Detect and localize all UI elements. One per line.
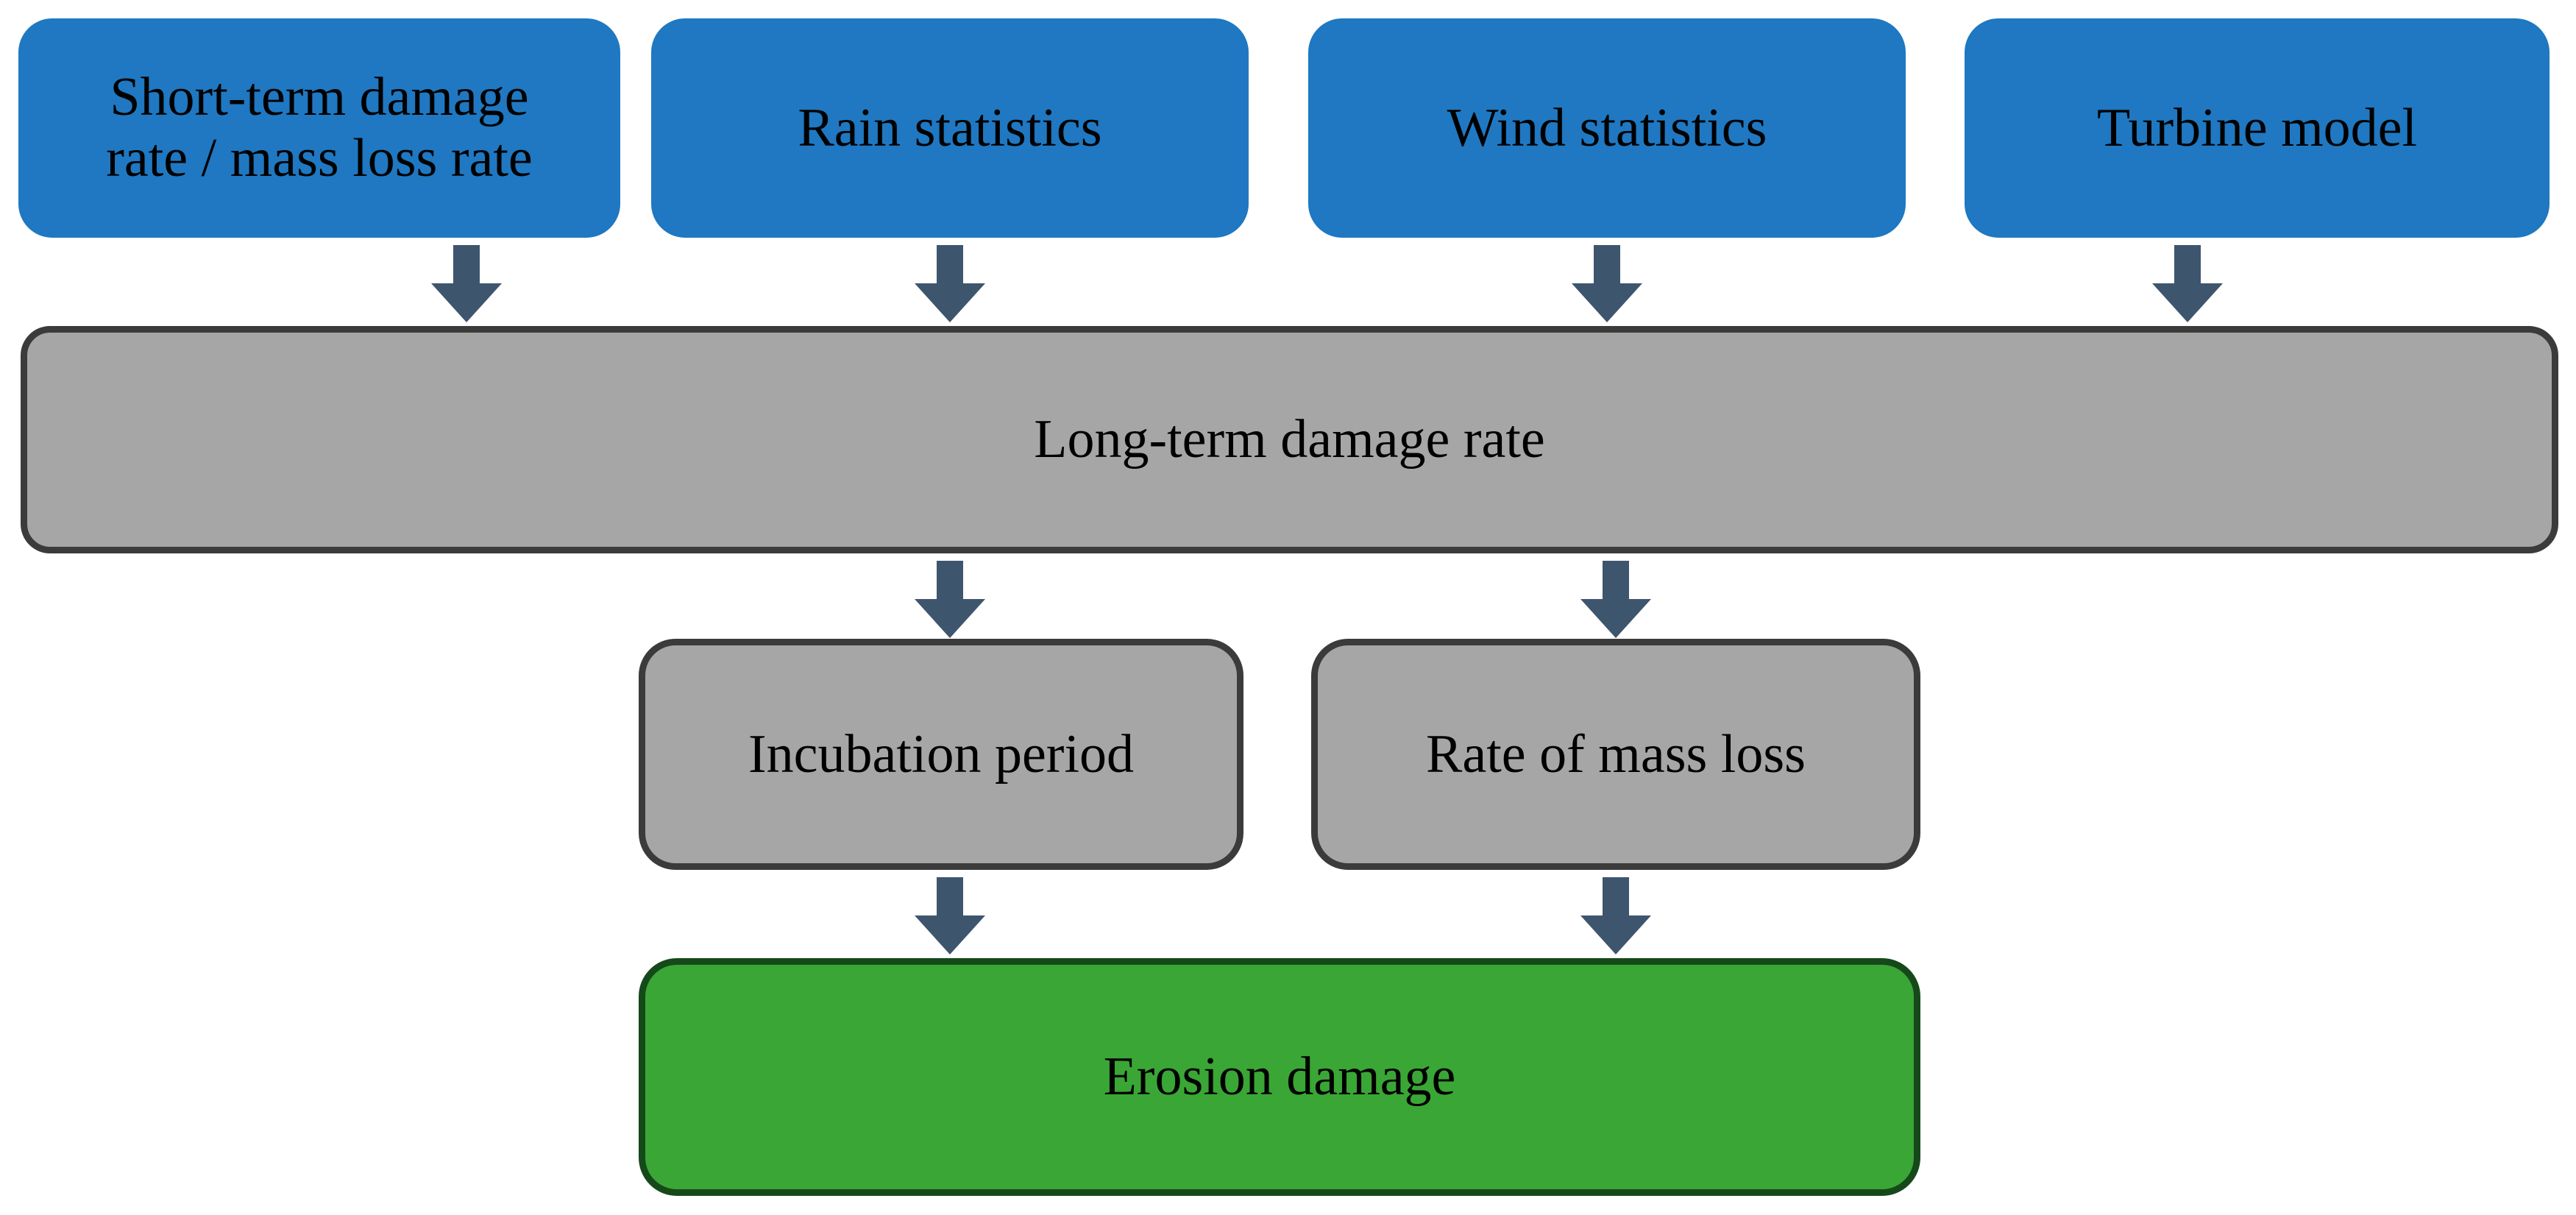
node-label: Long-term damage rate bbox=[1034, 409, 1545, 470]
node-label: Rate of mass loss bbox=[1426, 723, 1806, 784]
node-rate-of-mass-loss[interactable]: Rate of mass loss bbox=[1311, 639, 1920, 870]
arrow-wind-to-long-term bbox=[1572, 245, 1642, 322]
node-incubation-period[interactable]: Incubation period bbox=[639, 639, 1243, 870]
arrow-incubation-to-erosion bbox=[915, 877, 985, 954]
node-label: Erosion damage bbox=[1103, 1046, 1456, 1108]
node-wind-statistics[interactable]: Wind statistics bbox=[1308, 18, 1906, 238]
node-label: Incubation period bbox=[748, 723, 1134, 784]
arrow-mass-loss-to-erosion bbox=[1580, 877, 1651, 954]
node-label: Rain statistics bbox=[798, 97, 1102, 158]
arrow-long-term-to-mass-loss bbox=[1580, 561, 1651, 638]
arrow-short-term-to-long-term bbox=[431, 245, 502, 322]
node-short-term-damage-rate[interactable]: Short-term damage rate / mass loss rate bbox=[18, 18, 620, 238]
arrow-rain-to-long-term bbox=[915, 245, 985, 322]
arrow-long-term-to-incubation bbox=[915, 561, 985, 638]
node-rain-statistics[interactable]: Rain statistics bbox=[651, 18, 1249, 238]
node-erosion-damage[interactable]: Erosion damage bbox=[639, 958, 1920, 1196]
node-turbine-model[interactable]: Turbine model bbox=[1965, 18, 2550, 238]
arrow-turbine-to-long-term bbox=[2152, 245, 2223, 322]
node-label: Wind statistics bbox=[1447, 97, 1767, 158]
node-long-term-damage-rate[interactable]: Long-term damage rate bbox=[21, 326, 2558, 553]
node-label: Turbine model bbox=[2096, 97, 2418, 158]
node-label: Short-term damage rate / mass loss rate bbox=[106, 67, 533, 188]
